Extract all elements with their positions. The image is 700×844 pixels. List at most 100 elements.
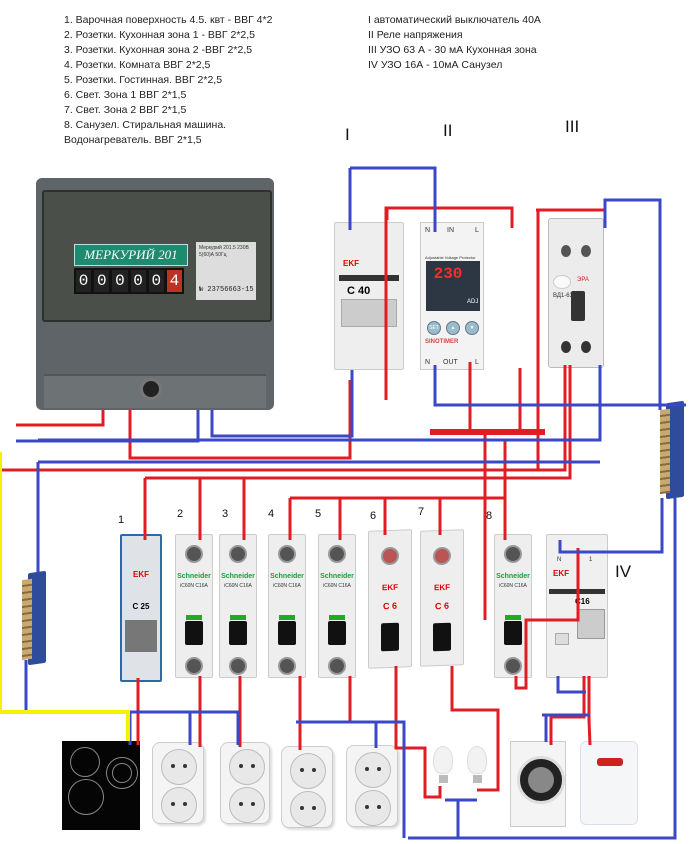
rcd-toggle[interactable]: [577, 609, 605, 639]
legend-line: 1. Варочная поверхность 4.5. квт - ВВГ 4…: [64, 14, 273, 26]
light-bulb-2: [467, 746, 487, 783]
neutral-wire: [603, 198, 662, 410]
terminal: [561, 245, 571, 257]
phase-wire: [16, 410, 105, 427]
neutral-wire: [556, 676, 586, 694]
breaker-toggle[interactable]: [125, 620, 157, 652]
relay-terminal-label: L: [475, 227, 479, 234]
breaker-5: Schneider iC60N C16A: [318, 534, 356, 678]
relay-display: [426, 261, 480, 311]
phase-wire: [514, 548, 580, 690]
cooktop: [62, 741, 140, 830]
meter-brand: МЕРКУРИЙ 201: [74, 244, 188, 266]
neutral-wire: [296, 720, 406, 838]
breaker-rating: iC60N C16A: [180, 583, 208, 589]
relay-terminal-label: OUT: [443, 359, 458, 366]
neutral-wire: [38, 365, 602, 442]
breaker-number: 7: [418, 506, 425, 518]
breaker-rating: iC60N C16A: [323, 583, 351, 589]
phase-wire: [450, 666, 500, 792]
breaker-rating: iC60N C16A: [273, 583, 301, 589]
neutral-wire: [210, 370, 354, 438]
legend-line: 2. Розетки. Кухонная зона 1 - ВВГ 2*2,5: [64, 29, 255, 41]
legend-line: 3. Розетки. Кухонная зона 2 -ВВГ 2*2,5: [64, 44, 253, 56]
breaker-number: 5: [315, 508, 322, 520]
breaker-stripe: [339, 275, 399, 281]
voltage-relay: N IN L Adjustable Voltage Protector 230 …: [420, 222, 484, 370]
phase-wire: [394, 666, 442, 799]
electricity-meter: МЕРКУРИЙ 201 0 0 0 0 0 4 Меркурий 201.5 …: [36, 178, 274, 410]
phase-wire: [0, 365, 567, 472]
meter-digit: 0: [130, 270, 146, 292]
breaker-lever[interactable]: [229, 621, 247, 645]
breaker-number: 8: [486, 510, 493, 522]
breaker-rating: C 25: [132, 602, 150, 611]
relay-voltage-value: 230: [433, 265, 463, 283]
breaker-number: 1: [118, 514, 125, 526]
legend-line: I автоматический выключатель 40А: [368, 14, 541, 26]
legend-line: II Реле напряжения: [368, 29, 463, 41]
breaker-number: 2: [177, 508, 184, 520]
relay-terminal-label: N: [425, 359, 431, 366]
terminal: [561, 341, 571, 353]
breaker-number: 6: [370, 510, 377, 522]
breaker-brand: EKF: [133, 570, 149, 579]
terminal: [581, 245, 591, 257]
terminal-label: N: [557, 557, 562, 563]
breaker-number: 3: [222, 508, 229, 520]
breaker-lever[interactable]: [504, 621, 522, 645]
relay-set-button[interactable]: SET: [427, 321, 441, 335]
breaker-brand: Schneider: [496, 573, 530, 580]
test-button[interactable]: [555, 633, 569, 645]
label-rcd-bathroom: IV: [615, 562, 632, 581]
legend-line: 4. Розетки. Комната ВВГ 2*2,5: [64, 59, 211, 71]
label-voltage-relay: II: [443, 121, 453, 140]
breaker-4: Schneider iC60N C16A: [268, 534, 306, 678]
circuit-legend: 1. Варочная поверхность 4.5. квт - ВВГ 4…: [64, 13, 272, 148]
breaker-lever[interactable]: [185, 621, 203, 645]
relay-brand: SINOTIMER: [425, 339, 459, 345]
breaker-toggle: [341, 299, 397, 327]
rcd-model: ВД1-63: [553, 293, 573, 299]
socket-kitchen-1: [152, 742, 204, 824]
terminal: [581, 341, 591, 353]
test-button[interactable]: [553, 275, 571, 289]
phase-wire: [536, 208, 607, 228]
breaker-lever[interactable]: [328, 621, 346, 645]
rcd-rating: C16: [575, 597, 590, 606]
main-breaker-2p: EKF C 40: [334, 222, 404, 370]
meter-counter: 0 0 0 0 0 4: [74, 268, 184, 294]
meter-plate: Меркурий 201.5 230В 5(60)А 50Гц: [196, 242, 256, 300]
neutral-wire: [350, 166, 437, 232]
main-breaker-rating: C 40: [347, 285, 371, 297]
rcd-lever[interactable]: [571, 291, 585, 321]
label-main-breaker: I: [345, 125, 350, 144]
breaker-3: Schneider iC60N C16A: [219, 534, 257, 678]
neutral-wire: [408, 498, 677, 840]
phase-wire: [587, 676, 592, 746]
meter-serial: № 23756663-15: [199, 286, 254, 294]
breaker-brand: Schneider: [320, 573, 354, 580]
neutral-wire: [24, 660, 240, 745]
ground-wire: [0, 452, 130, 741]
breaker-lever[interactable]: [278, 621, 296, 645]
meter-digit: 0: [112, 270, 128, 292]
socket-living-room: [346, 745, 398, 827]
rcd-brand: EKF: [553, 569, 569, 578]
phase-wire: [145, 365, 572, 480]
washing-machine: [510, 741, 566, 827]
breaker-1: EKF C 25: [120, 534, 162, 682]
legend-line: III УЗО 63 А - 30 мА Кухонная зона: [368, 44, 537, 56]
socket-kitchen-2: [220, 742, 270, 824]
device-legend: I автоматический выключатель 40А II Реле…: [368, 13, 541, 73]
legend-line: Водонагреватель. ВВГ 2*1,5: [64, 134, 202, 146]
relay-terminal-label: N: [425, 227, 431, 234]
breaker-8: Schneider iC60N C16A: [494, 534, 532, 678]
legend-line: 8. Санузел. Стиральная машина.: [64, 119, 227, 131]
legend-line: 6. Свет. Зона 1 ВВГ 2*1,5: [64, 89, 187, 101]
legend-line: IV УЗО 16А - 10мА Санузел: [368, 59, 503, 71]
rcd-kitchen: ВД1-63 ЭРА: [548, 218, 604, 368]
relay-up-button[interactable]: ▲: [446, 321, 460, 335]
relay-down-button[interactable]: ▼: [465, 321, 479, 335]
